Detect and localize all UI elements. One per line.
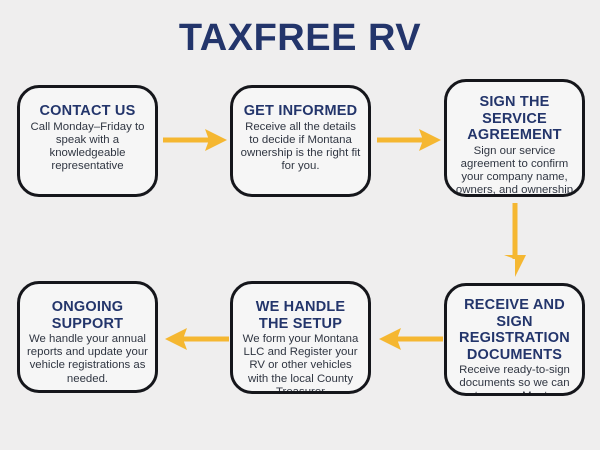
step-box-contact-us[interactable]: CONTACT US Call Monday–Friday to speak w… bbox=[17, 85, 158, 197]
arrow-informed-to-agreement-icon bbox=[377, 128, 441, 152]
step-box-sign-the-service-agreement[interactable]: SIGN THE SERVICE AGREEMENT Sign our serv… bbox=[444, 79, 585, 197]
step-title-contact-us: CONTACT US bbox=[39, 103, 136, 119]
step-title-we-handle-the-setup: WE HANDLE THE SETUP bbox=[255, 299, 346, 332]
arrow-contact-to-informed-icon bbox=[163, 128, 227, 152]
step-body-contact-us: Call Monday–Friday to speak with a knowl… bbox=[30, 120, 145, 173]
page-title: TAXFREE RV bbox=[178, 17, 422, 59]
arrow-agreement-to-registration-icon bbox=[503, 203, 527, 277]
step-body-we-handle-the-setup: We form your Montana LLC and Register yo… bbox=[242, 333, 359, 394]
step-title-ongoing-support: ONGOING SUPPORT bbox=[51, 299, 124, 332]
arrow-registration-to-setup-icon bbox=[379, 327, 443, 351]
step-box-get-informed[interactable]: GET INFORMED Receive all the details to … bbox=[230, 85, 371, 197]
step-box-receive-and-sign-registration-documents[interactable]: RECEIVE AND SIGN REGISTRATION DOCUMENTS … bbox=[444, 283, 585, 396]
step-title-get-informed: GET INFORMED bbox=[243, 103, 358, 119]
step-box-we-handle-the-setup[interactable]: WE HANDLE THE SETUP We form your Montana… bbox=[230, 281, 371, 394]
step-body-get-informed: Receive all the details to decide if Mon… bbox=[240, 120, 361, 173]
step-body-receive-and-sign-registration-documents: Receive ready-to-sign documents so we ca… bbox=[459, 364, 570, 393]
step-title-receive-and-sign-registration-documents: RECEIVE AND SIGN REGISTRATION DOCUMENTS bbox=[459, 297, 570, 363]
arrow-setup-to-support-icon bbox=[165, 327, 229, 351]
step-title-sign-the-service-agreement: SIGN THE SERVICE AGREEMENT bbox=[467, 94, 562, 143]
step-box-ongoing-support[interactable]: ONGOING SUPPORT We handle your annual re… bbox=[17, 281, 158, 393]
step-body-ongoing-support: We handle your annual reports and update… bbox=[27, 333, 148, 385]
step-body-sign-the-service-agreement: Sign our service agreement to confirm yo… bbox=[455, 144, 574, 197]
